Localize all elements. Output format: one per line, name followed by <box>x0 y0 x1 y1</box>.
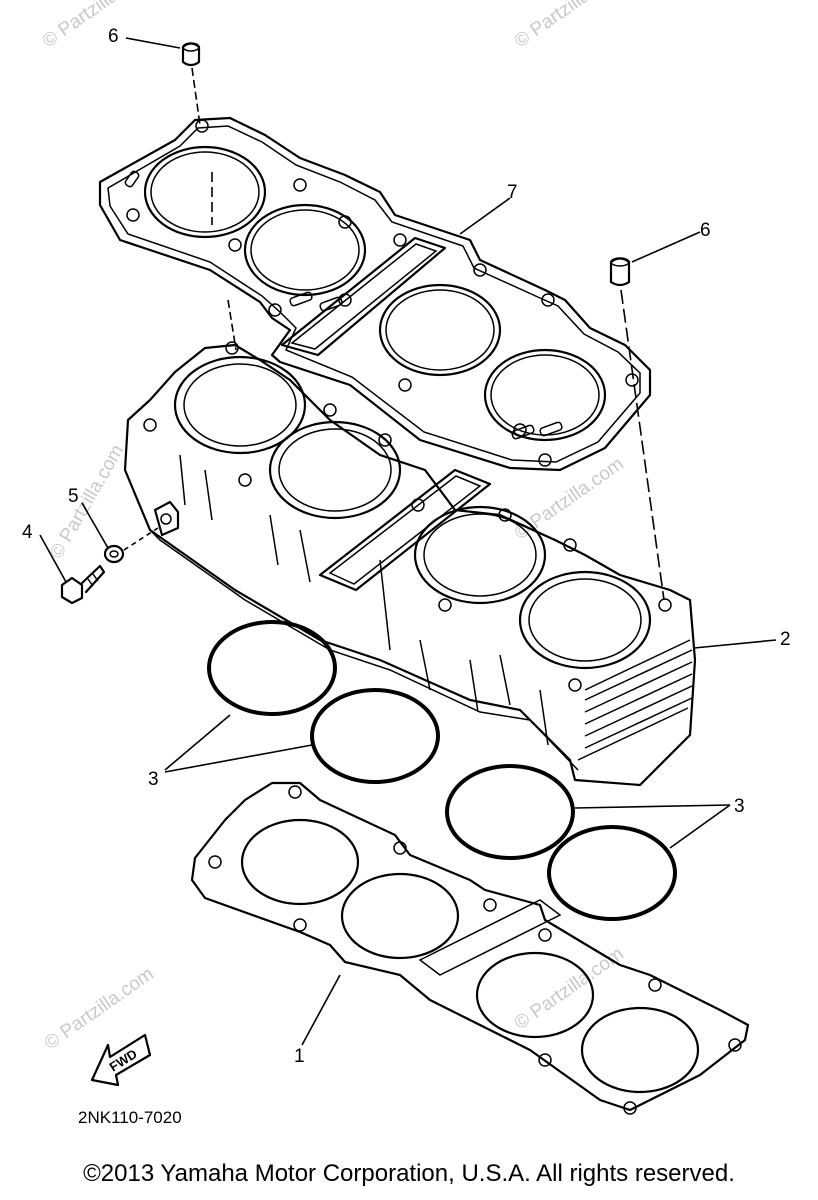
base-gasket <box>190 781 750 1115</box>
cylinder-exploded-diagram: © Partzilla.com © Partzilla.com © Partzi… <box>22 0 791 1127</box>
diagram-code: 2NK110-7020 <box>78 1108 182 1127</box>
cylinder-block <box>123 341 697 787</box>
fwd-arrow-icon: FWD <box>90 1033 152 1087</box>
bolt-axis-line <box>123 527 159 551</box>
watermark-mid-left: © Partzilla.com <box>46 441 128 562</box>
callout-4: 4 <box>22 522 33 543</box>
callout-3-left: 3 <box>148 769 159 790</box>
watermark-top-right: © Partzilla.com <box>511 0 628 52</box>
head-gasket <box>98 116 652 472</box>
dowel-pin-left <box>181 42 201 67</box>
callout-6-right: 6 <box>700 220 711 241</box>
o-rings <box>207 620 677 921</box>
callout-3-right: 3 <box>734 796 745 817</box>
watermark-bottom-left: © Partzilla.com <box>41 963 158 1054</box>
bolt <box>60 564 106 605</box>
callout-5: 5 <box>68 486 79 507</box>
callout-6-left: 6 <box>108 26 119 47</box>
callouts: 6 6 7 2 5 4 3 3 1 <box>22 26 791 1067</box>
callout-1: 1 <box>294 1046 305 1067</box>
watermark-top-left: © Partzilla.com <box>39 0 156 52</box>
alignment-lines <box>191 67 665 601</box>
washer <box>103 544 125 564</box>
watermark-bottom-right: © Partzilla.com <box>511 943 628 1034</box>
leader-lines <box>39 37 777 1046</box>
copyright-notice: ©2013 Yamaha Motor Corporation, U.S.A. A… <box>83 1160 735 1187</box>
watermark-mid-right: © Partzilla.com <box>511 453 628 544</box>
callout-2: 2 <box>780 629 791 650</box>
dowel-pin-right <box>609 257 631 287</box>
callout-7: 7 <box>507 182 518 203</box>
